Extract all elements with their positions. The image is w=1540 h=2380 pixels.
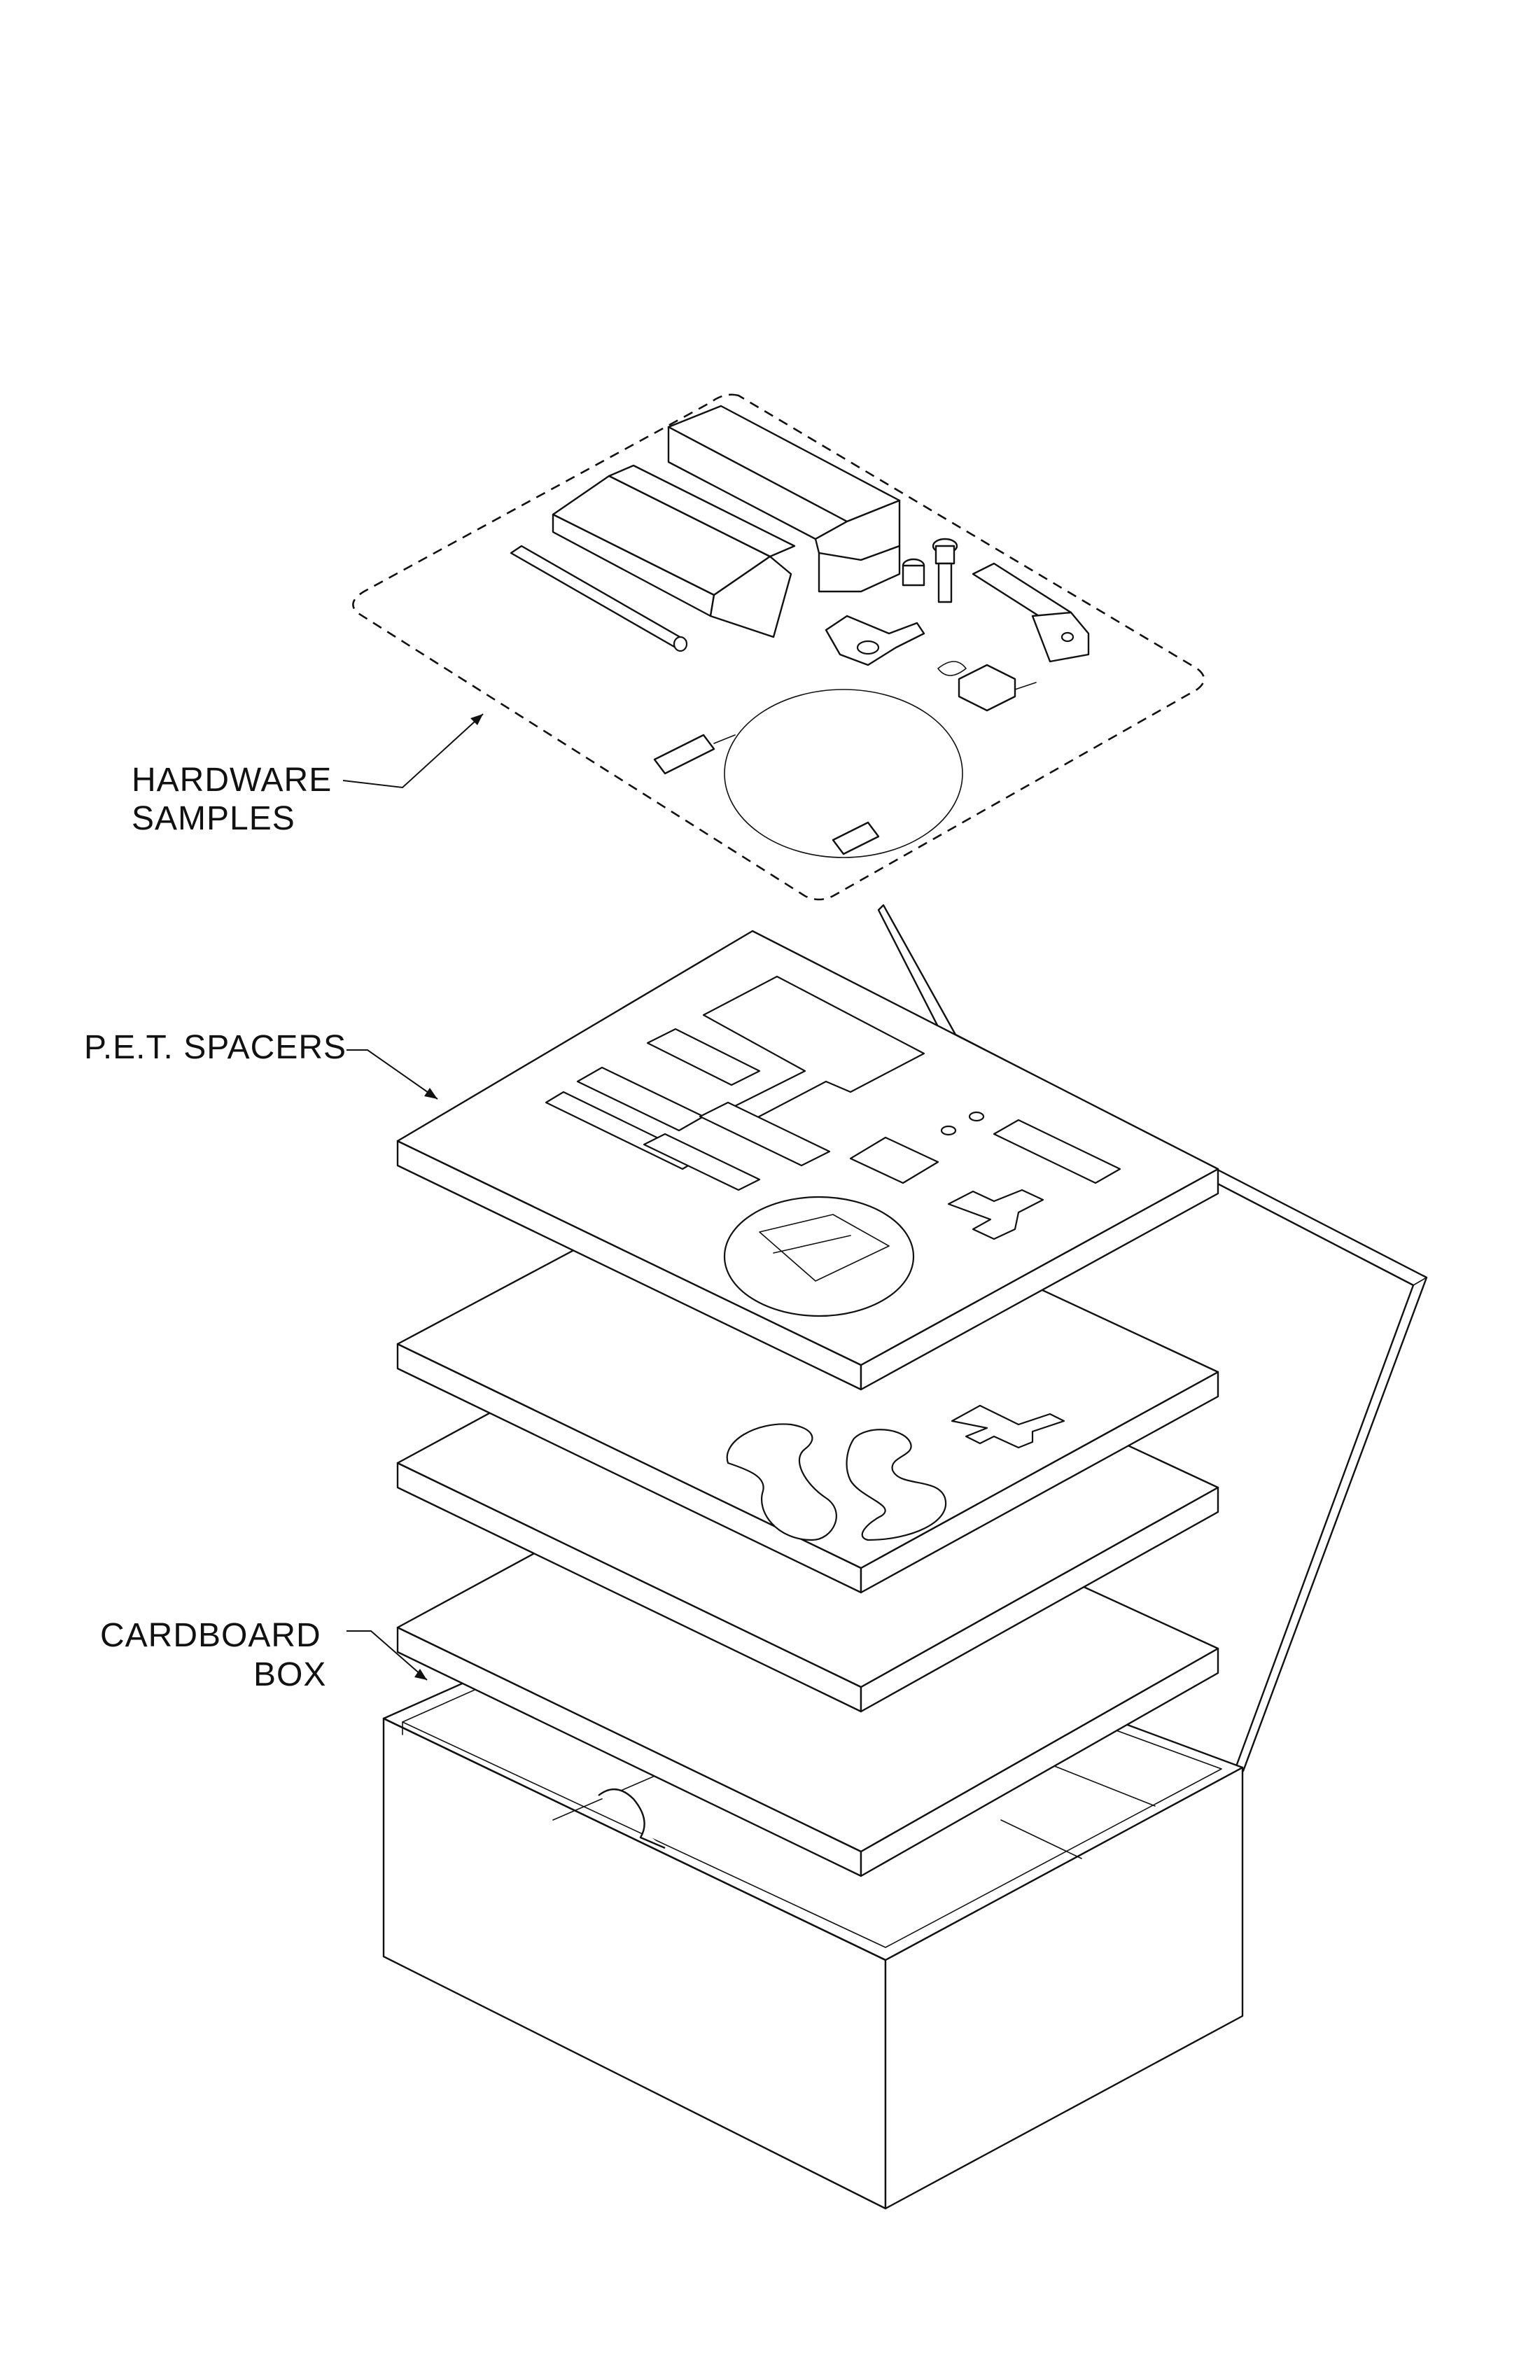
callout-cardboard-box: CARDBOARD BOX [100, 1617, 428, 1693]
spring-nut [825, 615, 925, 666]
leader-spacers [346, 1049, 438, 1100]
leader-box [346, 1630, 428, 1681]
callout-hardware-line1: HARDWARE [132, 762, 332, 799]
hardware-samples-group [352, 393, 1205, 901]
hardware-boundary [352, 393, 1205, 901]
leader-hardware [342, 713, 484, 789]
cable-assembly [653, 689, 963, 858]
callout-spacers-label: P.E.T. SPACERS [84, 1029, 346, 1066]
callout-box-line1: CARDBOARD [100, 1617, 321, 1654]
callout-pet-spacers: P.E.T. SPACERS [84, 1029, 438, 1100]
angle-bracket [972, 562, 1090, 663]
strut-channel-large [667, 405, 901, 593]
strut-channel-small [552, 464, 796, 638]
callout-box-line2: BOX [253, 1656, 326, 1693]
pet-spacer-plate-1 [396, 930, 1219, 1391]
bolts [902, 538, 958, 603]
callout-hardware-line2: SAMPLES [132, 800, 295, 837]
threaded-rod [510, 545, 688, 652]
spring-fitting [937, 661, 1037, 712]
callout-hardware-samples: HARDWARE SAMPLES [132, 713, 484, 837]
